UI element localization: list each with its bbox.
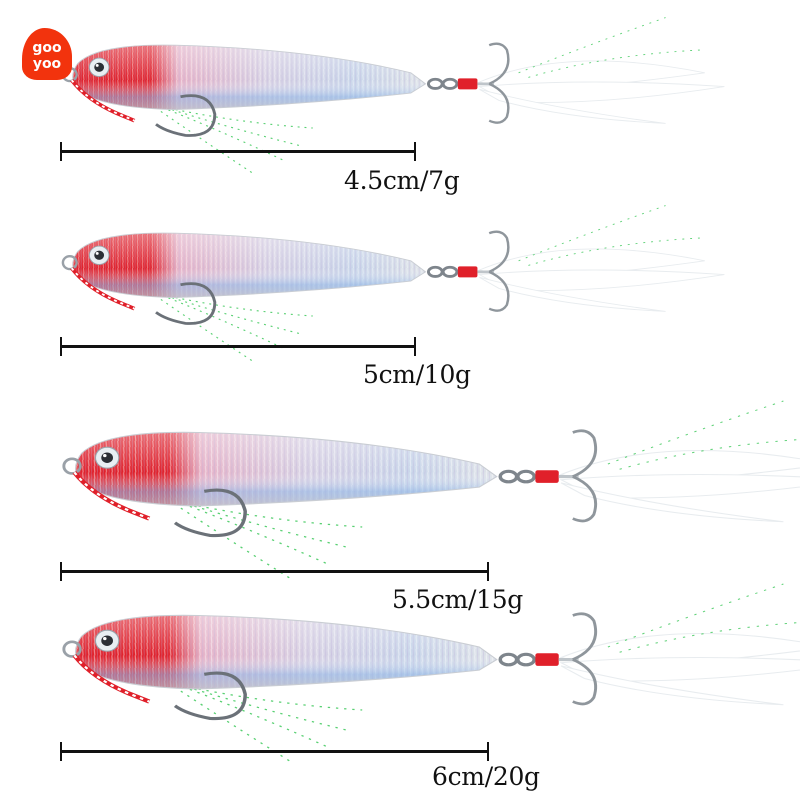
brand-logo: goo yoo	[22, 28, 72, 80]
lure-3-size-label: 5.5cm/15g	[392, 585, 524, 614]
lure-2-size-label: 5cm/10g	[363, 360, 471, 389]
lure-4-scale-bar	[60, 742, 489, 761]
lure-3-scale-bar	[60, 562, 489, 581]
lure-1-size-label: 4.5cm/7g	[344, 166, 460, 195]
lure-4-size-label: 6cm/20g	[432, 762, 540, 791]
lure-2-scale-bar	[60, 337, 416, 356]
brand-logo-line1: goo	[32, 40, 62, 56]
lure-1-scale-bar	[60, 142, 416, 161]
brand-logo-line2: yoo	[32, 56, 62, 72]
